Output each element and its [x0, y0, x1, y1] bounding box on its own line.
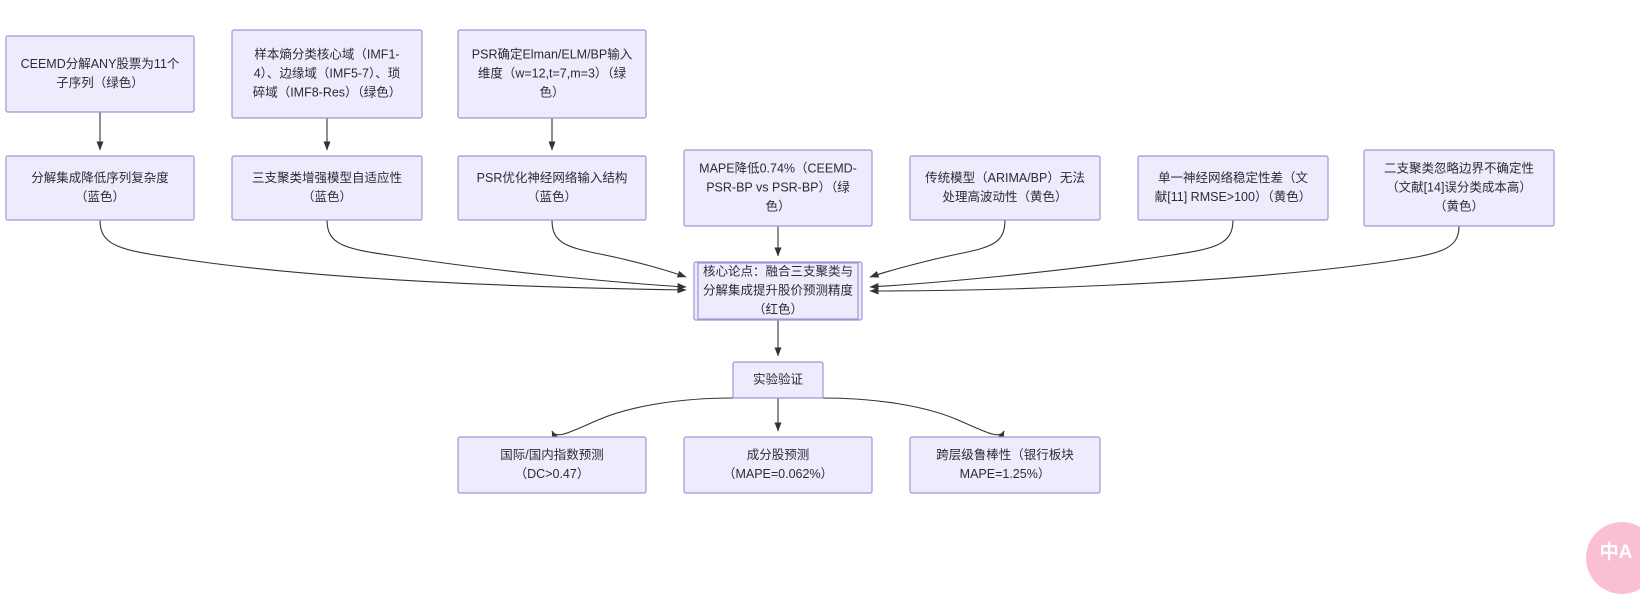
node-index-prediction[interactable]: 国际/国内指数预测 （DC>0.47）	[457, 436, 647, 494]
node-label-mape-reduction-line-2: 色）	[765, 198, 790, 213]
node-box-constituent-stock-prediction[interactable]	[683, 436, 873, 494]
node-box-core-claim[interactable]	[693, 261, 863, 321]
node-box-cross-level-robustness[interactable]	[909, 436, 1101, 494]
node-label-index-prediction-line-0: 国际/国内指数预测	[500, 447, 603, 462]
node-label-ceemd-decompose-line-1: 子序列（绿色）	[56, 75, 144, 90]
edge-threeway-to-core	[326, 219, 687, 290]
node-cross-level-robustness[interactable]: 跨层级鲁棒性（银行板块 MAPE=1.25%）	[909, 436, 1101, 494]
node-box-sample-entropy-cluster[interactable]	[231, 29, 423, 119]
node-mape-reduction[interactable]: MAPE降低0.74%（CEEMD- PSR-BP vs PSR-BP）（绿色）	[683, 149, 873, 227]
node-label-sample-entropy-cluster-line-0: 样本熵分类核心域（IMF1-	[254, 46, 399, 61]
edge-experiment-to-index	[551, 397, 734, 441]
node-constituent-stock-prediction[interactable]: 成分股预测 （MAPE=0.062%）	[683, 436, 873, 494]
node-label-traditional-model-limit-line-1: 处理高波动性（黄色）	[942, 189, 1067, 204]
node-label-psr-input-dimension-line-0: PSR确定Elman/ELM/BP输入	[472, 46, 633, 61]
node-box-traditional-model-limit[interactable]	[909, 155, 1101, 221]
node-box-three-way-clustering-adaptive[interactable]	[231, 155, 423, 221]
edges-top-to-mid	[96, 112, 556, 151]
node-decompose-reduce-complexity[interactable]: 分解集成降低序列复杂度 （蓝色）	[5, 155, 195, 221]
node-box-inner-core-claim	[697, 262, 859, 320]
edges-mid-to-core	[99, 219, 1460, 295]
edge-traditional-to-core	[869, 219, 1006, 278]
node-label-three-way-clustering-adaptive-line-1: （蓝色）	[302, 189, 352, 204]
node-psr-optimize-structure[interactable]: PSR优化神经网络输入结构 （蓝色）	[457, 155, 647, 221]
node-label-mape-reduction-line-0: MAPE降低0.74%（CEEMD-	[699, 161, 857, 175]
edges-experiment-to-results	[551, 397, 1005, 441]
node-label-single-nn-instability-line-0: 单一神经网络稳定性差（文	[1158, 170, 1309, 185]
node-label-core-claim-line-2: （红色）	[753, 301, 803, 316]
node-label-psr-input-dimension-line-2: 色）	[539, 84, 564, 99]
node-box-psr-optimize-structure[interactable]	[457, 155, 647, 221]
node-box-psr-input-dimension[interactable]	[457, 29, 647, 119]
node-label-sample-entropy-cluster-line-2: 碎域（IMF8-Res）（绿色）	[253, 84, 402, 99]
node-box-decompose-reduce-complexity[interactable]	[5, 155, 195, 221]
node-box-two-way-clustering-limit[interactable]	[1363, 149, 1555, 227]
edge-twoway-to-core	[869, 225, 1460, 295]
edge-singlenn-to-core	[869, 219, 1234, 290]
node-label-single-nn-instability-line-1: 献[11] RMSE>100）（黄色）	[1155, 189, 1311, 204]
node-box-experiment-validation[interactable]	[732, 361, 824, 399]
node-experiment-validation[interactable]: 实验验证	[732, 361, 824, 399]
node-label-decompose-reduce-complexity-line-0: 分解集成降低序列复杂度	[31, 170, 169, 185]
edge-psropt-to-core	[551, 219, 687, 278]
node-label-traditional-model-limit-line-0: 传统模型（ARIMA/BP）无法	[925, 170, 1085, 185]
node-label-constituent-stock-prediction-line-0: 成分股预测	[747, 448, 810, 462]
node-label-psr-optimize-structure-line-0: PSR优化神经网络输入结构	[477, 170, 628, 185]
node-box-ceemd-decompose[interactable]	[5, 35, 195, 113]
node-label-core-claim-line-1: 分解集成提升股价预测精度	[703, 282, 854, 297]
node-label-core-claim-line-0: 核心论点：融合三支聚类与	[703, 263, 853, 278]
node-label-decompose-reduce-complexity-line-1: （蓝色）	[75, 189, 125, 204]
node-label-experiment-validation-line-0: 实验验证	[753, 371, 804, 386]
node-sample-entropy-cluster[interactable]: 样本熵分类核心域（IMF1- 4）、边缘域（IMF5-7）、琐碎域（IMF8-Re…	[231, 29, 423, 119]
node-box-single-nn-instability[interactable]	[1137, 155, 1329, 221]
node-box-index-prediction[interactable]	[457, 436, 647, 494]
node-three-way-clustering-adaptive[interactable]: 三支聚类增强模型自适应性 （蓝色）	[231, 155, 423, 221]
node-label-constituent-stock-prediction-line-1: （MAPE=0.062%）	[723, 467, 833, 481]
node-label-mape-reduction-line-1: PSR-BP vs PSR-BP）（绿	[706, 179, 850, 194]
node-label-index-prediction-line-1: （DC>0.47）	[515, 467, 590, 481]
node-label-psr-input-dimension-line-1: 维度（w=12,t=7,m=3）（绿	[478, 65, 627, 80]
node-label-two-way-clustering-limit-line-0: 二支聚类忽略边界不确定性	[1384, 160, 1534, 175]
node-label-psr-optimize-structure-line-1: （蓝色）	[527, 189, 577, 204]
flowchart-canvas: CEEMD分解ANY股票为11个子序列（绿色） 样本熵分类核心域（IMF1- 4）、…	[5, 29, 1640, 594]
node-label-two-way-clustering-limit-line-1: （文献[14]误分类成本高）	[1386, 179, 1532, 194]
node-box-mape-reduction[interactable]	[683, 149, 873, 227]
node-label-cross-level-robustness-line-1: MAPE=1.25%）	[960, 467, 1051, 481]
node-single-nn-instability[interactable]: 单一神经网络稳定性差（文献[11] RMSE>100）（黄色）	[1137, 155, 1329, 221]
node-label-two-way-clustering-limit-line-2: （黄色）	[1434, 198, 1484, 213]
node-two-way-clustering-limit[interactable]: 二支聚类忽略边界不确定性 （文献[14]误分类成本高） （黄色）	[1363, 149, 1555, 227]
node-label-cross-level-robustness-line-0: 跨层级鲁棒性（银行板块	[936, 448, 1074, 462]
watermark-label: 中A	[1599, 541, 1633, 563]
node-label-three-way-clustering-adaptive-line-0: 三支聚类增强模型自适应性	[252, 170, 402, 185]
node-label-ceemd-decompose-line-0: CEEMD分解ANY股票为11个	[21, 57, 180, 71]
edge-experiment-to-robustness	[822, 397, 1005, 441]
node-label-sample-entropy-cluster-line-1: 4）、边缘域（IMF5-7）、琐	[254, 65, 401, 80]
edge-complexity-to-core	[99, 219, 687, 294]
